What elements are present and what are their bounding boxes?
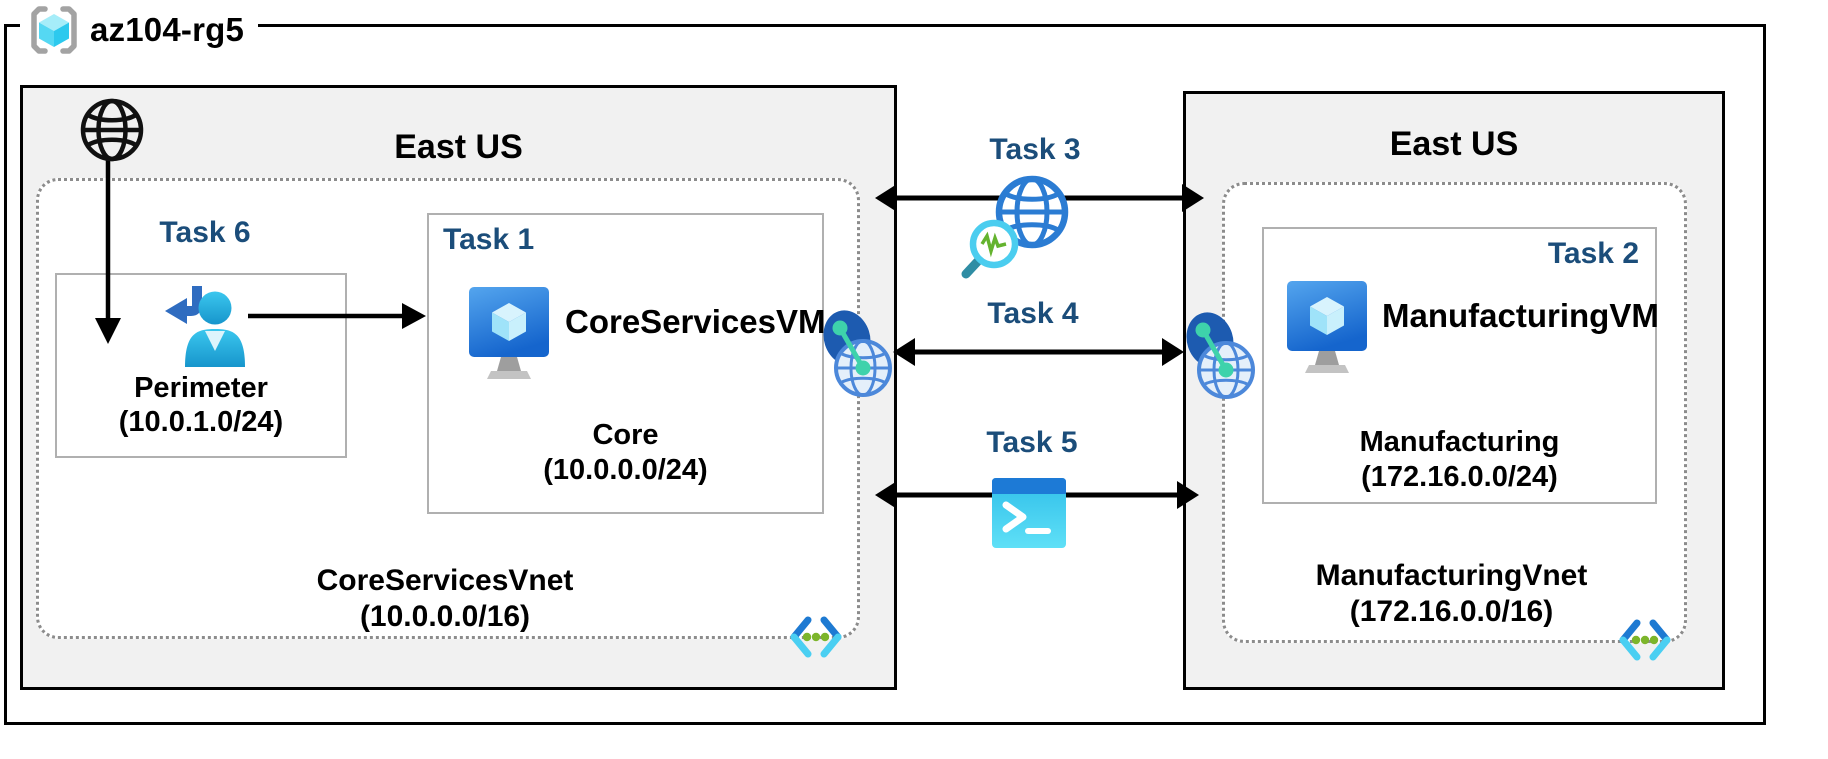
perimeter-subnet-box: Perimeter (10.0.1.0/24) <box>55 273 347 458</box>
internet-ingress-arrow <box>95 160 121 344</box>
manufacturing-subnet-name: Manufacturing <box>1359 426 1560 458</box>
resource-group-icon <box>31 6 77 54</box>
task3-label: Task 3 <box>989 133 1081 166</box>
core-subnet-cidr: (10.0.0.0/24) <box>543 454 708 486</box>
manufacturing-vm-name: ManufacturingVM <box>1382 297 1659 334</box>
powershell-icon <box>992 478 1066 548</box>
vnet-peering-icon-left <box>823 310 892 397</box>
manufacturing-vnet-label-block: ManufacturingVnet (172.16.0.0/16) <box>1222 558 1681 630</box>
perimeter-subnet-cidr: (10.0.1.0/24) <box>118 406 284 438</box>
virtual-network-icon-left <box>790 616 842 658</box>
region-title-right: East US <box>1389 125 1519 163</box>
task1-label: Task 1 <box>443 223 535 256</box>
resource-group-header: az104-rg5 <box>20 0 259 60</box>
task1-box: Task 1 CoreServicesVM Core (10.0.0.0/24) <box>427 213 826 514</box>
region-title-left: East US <box>394 128 523 166</box>
internet-icon <box>80 98 144 162</box>
task4-connection-arrow <box>893 338 1184 366</box>
task6-label: Task 6 <box>159 216 251 249</box>
core-vnet-cidr: (10.0.0.0/16) <box>359 600 531 633</box>
perimeter-to-core-arrow <box>248 303 426 329</box>
core-services-vm-icon <box>469 287 549 379</box>
virtual-network-icon-right <box>1619 619 1671 661</box>
core-subnet-name: Core <box>592 419 659 451</box>
task5-label: Task 5 <box>986 426 1078 459</box>
perimeter-subnet-name: Perimeter <box>134 372 268 404</box>
core-services-vm-name: CoreServicesVM <box>565 303 826 340</box>
manufacturing-vnet-name: ManufacturingVnet <box>1315 559 1588 592</box>
manufacturing-vm-icon <box>1287 281 1367 373</box>
guest-user-icon <box>165 286 245 367</box>
manufacturing-subnet-cidr: (172.16.0.0/24) <box>1361 461 1558 493</box>
vnet-peering-icon-right <box>1186 312 1255 399</box>
core-vnet-name: CoreServicesVnet <box>316 564 574 597</box>
network-watcher-icon <box>961 175 1069 279</box>
core-vnet-label-block: CoreServicesVnet (10.0.0.0/16) <box>36 563 854 635</box>
manufacturing-vnet-cidr: (172.16.0.0/16) <box>1349 595 1554 628</box>
resource-group-name: az104-rg5 <box>90 11 245 48</box>
task2-box: Task 2 ManufacturingVM Manufacturing (17… <box>1262 227 1659 504</box>
task2-label: Task 2 <box>1547 237 1639 270</box>
task4-label: Task 4 <box>987 297 1079 330</box>
